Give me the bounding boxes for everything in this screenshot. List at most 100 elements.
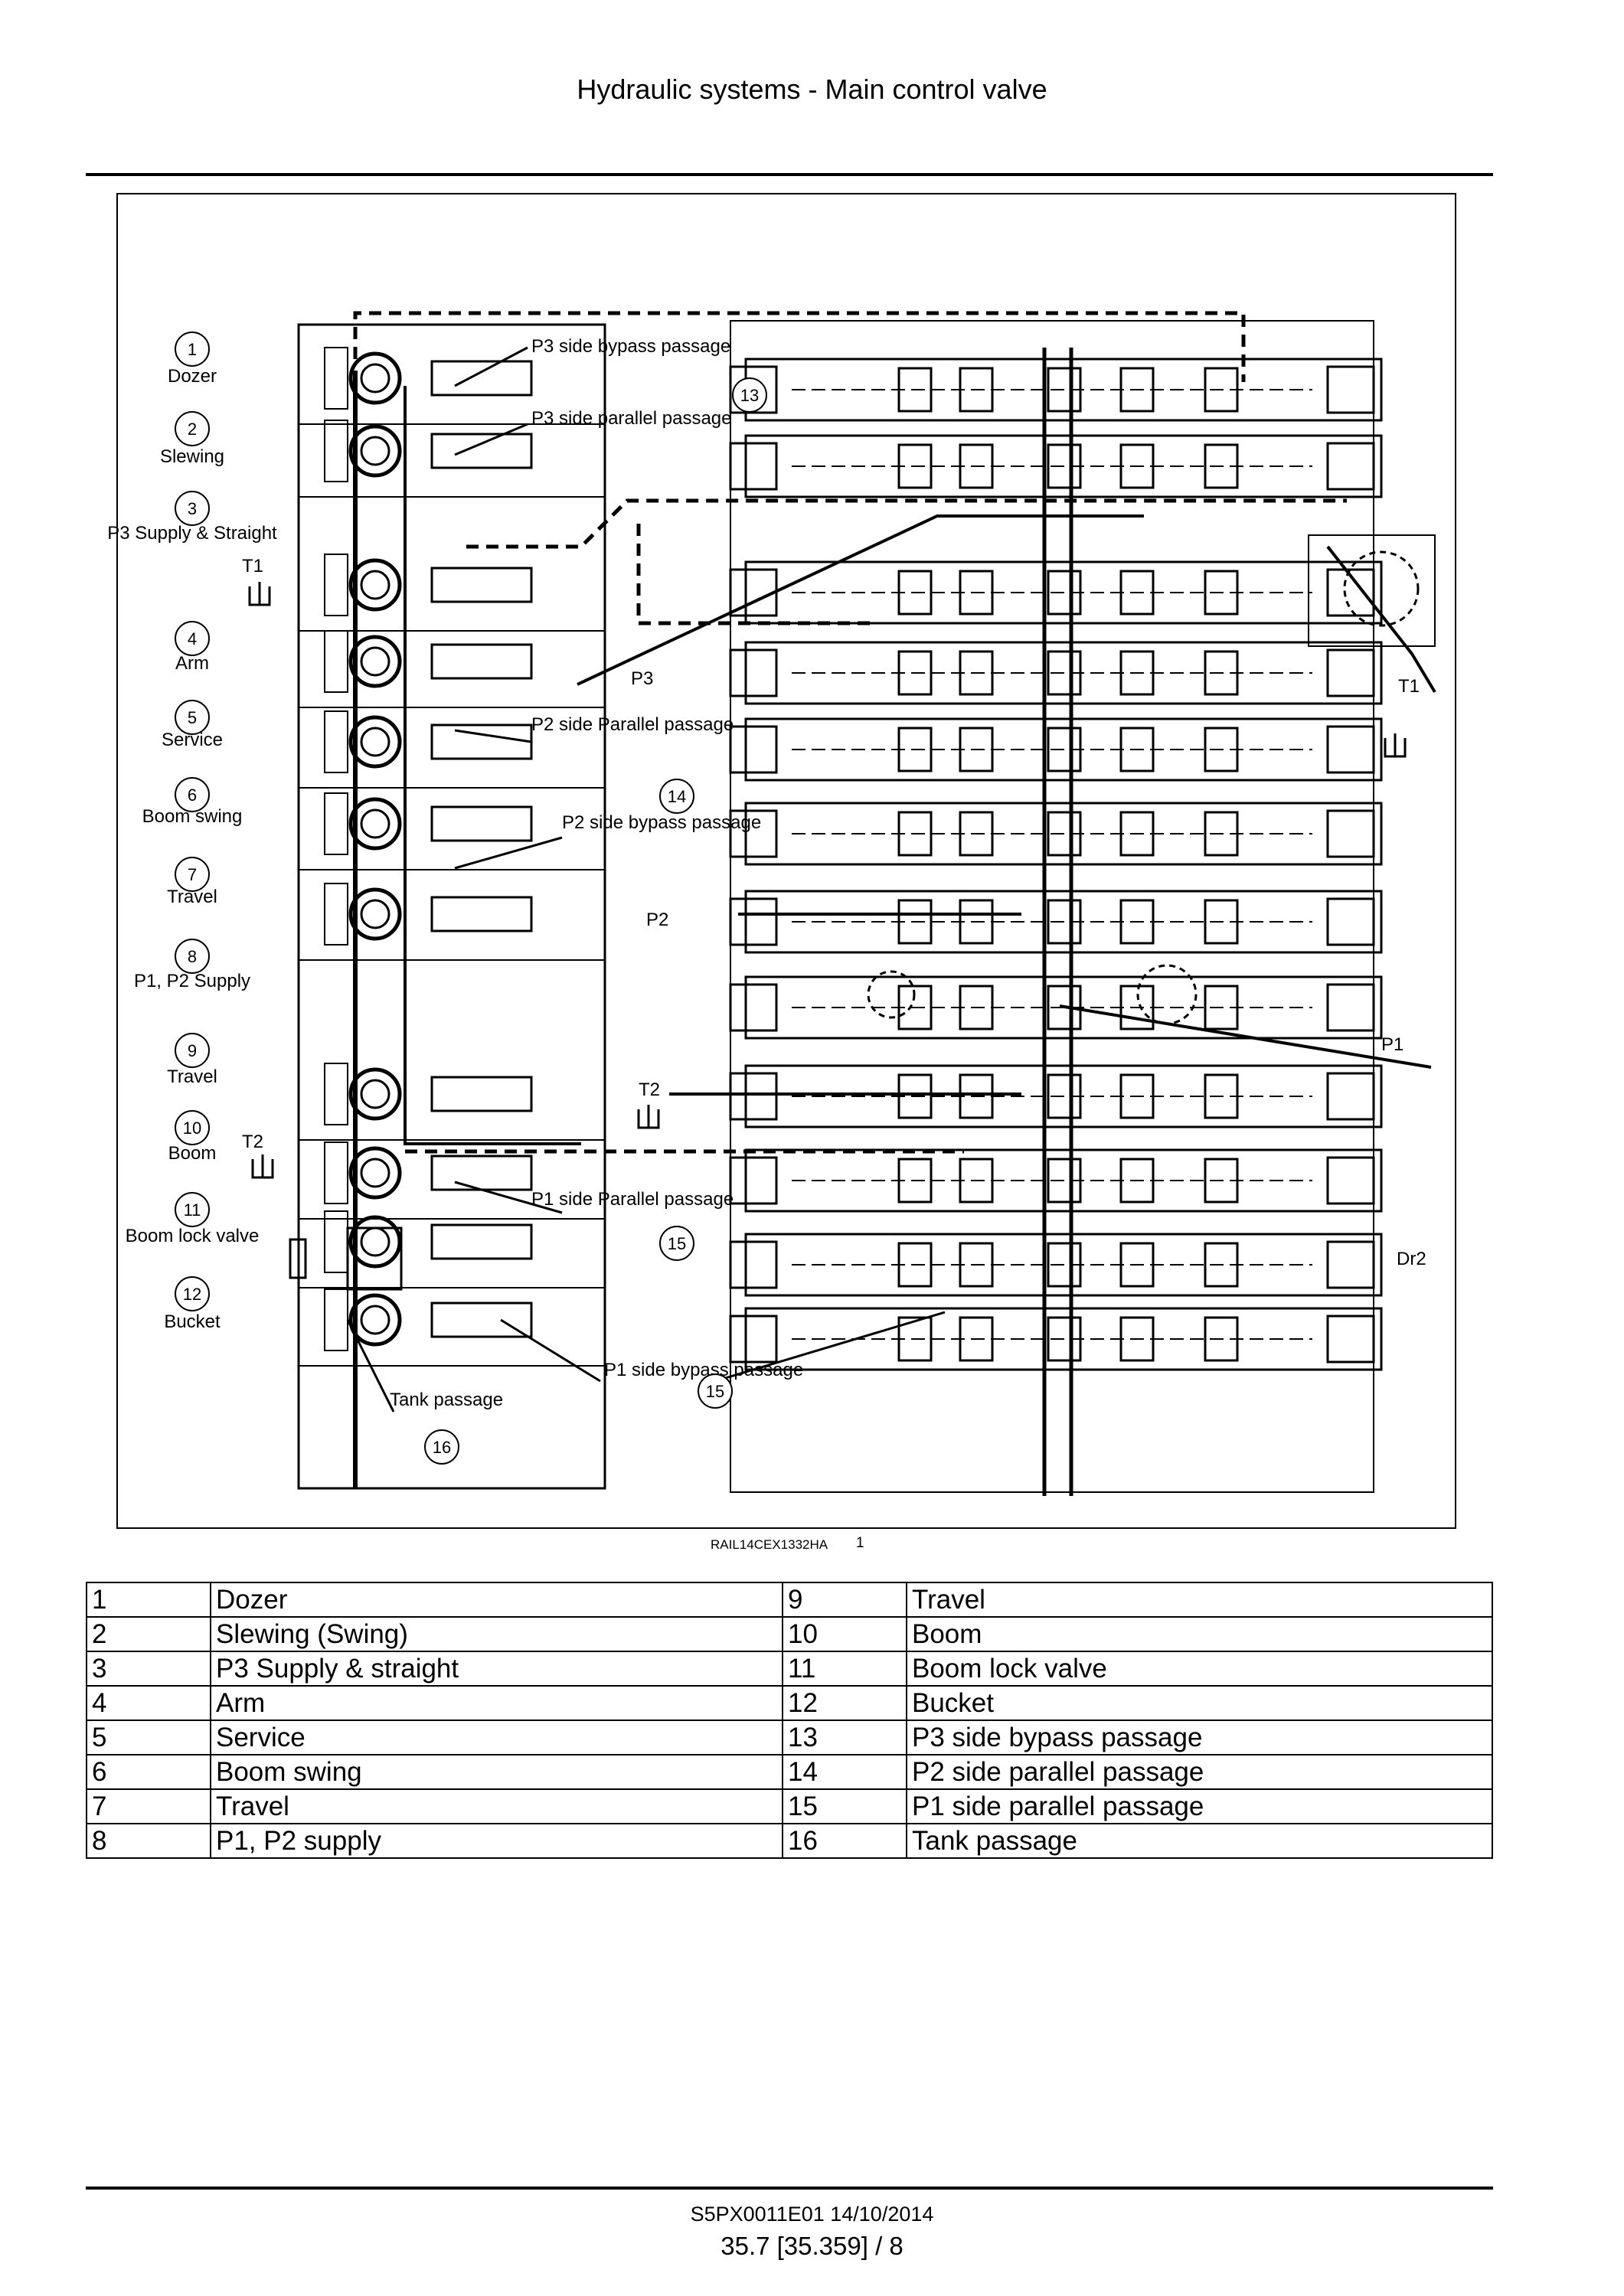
spool-land xyxy=(959,570,994,616)
leader-line xyxy=(454,836,563,870)
boom-lock-body xyxy=(346,1226,403,1291)
callout-label-5: Service xyxy=(162,730,223,750)
spool-cap xyxy=(430,643,533,680)
legend-number: 5 xyxy=(86,1720,211,1755)
callout-label-8: P1, P2 Supply xyxy=(134,971,250,991)
callout-label-2: Slewing xyxy=(160,446,224,467)
spool-bore xyxy=(744,802,1383,866)
spool-port xyxy=(348,1067,402,1121)
spool-bore xyxy=(744,975,1383,1040)
passage-label: P3 side parallel passage xyxy=(531,408,732,429)
spool-end-cap xyxy=(729,983,778,1032)
port-label-T2: T2 xyxy=(639,1079,660,1100)
leader-line xyxy=(454,729,532,743)
spool-end-cap xyxy=(729,365,778,414)
spool-seat xyxy=(324,347,348,410)
spool-port xyxy=(348,887,402,941)
spool-end-cap xyxy=(729,725,778,774)
spool-seat xyxy=(324,792,348,855)
callout-10: 10 xyxy=(183,1119,201,1138)
spool-port-inner xyxy=(360,363,390,394)
spool-land xyxy=(1047,985,1082,1030)
tank-symbol xyxy=(248,582,271,606)
spool-end-cap xyxy=(1326,365,1375,414)
callout-label-12: Bucket xyxy=(164,1311,221,1332)
spool-end-cap xyxy=(1326,983,1375,1032)
spool-land xyxy=(1204,367,1239,413)
spool-cap xyxy=(430,1076,533,1112)
p3-parallel-passage xyxy=(466,498,1347,549)
legend-label: Bucket xyxy=(906,1685,1493,1721)
supply-gallery xyxy=(404,386,581,1145)
figure-reference: RAIL14CEX1332HA xyxy=(711,1537,828,1552)
spool-land xyxy=(959,650,994,696)
leader-line xyxy=(346,1319,395,1413)
tank-symbol xyxy=(637,1105,660,1129)
spool-land xyxy=(1204,1073,1239,1119)
spool-land xyxy=(959,367,994,413)
legend-number: 1 xyxy=(86,1582,211,1618)
legend-label: Boom swing xyxy=(210,1754,783,1790)
spool-land xyxy=(1047,811,1082,857)
legend-label: Travel xyxy=(210,1788,783,1824)
spool-land xyxy=(959,1158,994,1204)
spool-end-cap xyxy=(1326,1156,1375,1205)
leader-line xyxy=(454,423,528,456)
callout-11: 11 xyxy=(184,1200,201,1220)
spool-end-cap xyxy=(1326,809,1375,858)
spool-land xyxy=(1204,811,1239,857)
legend-number: 4 xyxy=(86,1685,211,1721)
spool-port-inner xyxy=(360,727,390,757)
spool-end-cap xyxy=(729,648,778,697)
port-label-Dr2: Dr2 xyxy=(1397,1249,1426,1269)
spool-end-cap xyxy=(1326,1072,1375,1121)
passage-label: P3 side bypass passage xyxy=(531,336,730,357)
spool-cap xyxy=(430,896,533,932)
legend-number: 3 xyxy=(86,1651,211,1687)
spool-port-inner xyxy=(360,1079,390,1109)
callout-12: 12 xyxy=(183,1285,201,1304)
passage-callout-13-circle xyxy=(732,377,767,413)
callout-2-circle xyxy=(175,411,210,446)
legend-label: Boom lock valve xyxy=(906,1651,1493,1687)
page-number: 35.7 [35.359] / 8 xyxy=(721,2232,903,2260)
spool-end-cap xyxy=(729,897,778,946)
legend-label: Travel xyxy=(906,1582,1493,1618)
port-label-T1: T1 xyxy=(242,556,263,576)
spool-port-inner xyxy=(360,570,390,600)
callout-9: 9 xyxy=(188,1041,197,1060)
spool-end-cap xyxy=(1326,568,1375,617)
spool-land xyxy=(897,899,933,945)
passage-label: P2 side bypass passage xyxy=(562,812,761,833)
spool-cap xyxy=(430,1223,533,1260)
spool-land xyxy=(1047,367,1082,413)
port-label-T1: T1 xyxy=(1398,676,1420,697)
spool-bore xyxy=(744,641,1383,705)
callout-5: 5 xyxy=(188,708,197,727)
spool-land xyxy=(1119,985,1155,1030)
spool-land xyxy=(959,1073,994,1119)
port-label-P1: P1 xyxy=(1381,1034,1403,1055)
legend-label: P3 side bypass passage xyxy=(906,1720,1493,1755)
spool-land xyxy=(1119,1073,1155,1119)
header-divider xyxy=(86,173,1493,176)
p3-bypass-passage xyxy=(353,311,1246,382)
spool-bore xyxy=(744,560,1383,625)
legend-number: 15 xyxy=(782,1788,907,1824)
callout-9-circle xyxy=(175,1033,210,1068)
spool-land xyxy=(1204,443,1239,489)
spool-bore xyxy=(744,1307,1383,1371)
spool-seat xyxy=(324,710,348,773)
spool-land xyxy=(1204,727,1239,772)
spool-cap xyxy=(430,1302,533,1338)
spool-end-cap xyxy=(729,442,778,491)
legend-label: P1 side parallel passage xyxy=(906,1788,1493,1824)
spool-land xyxy=(959,899,994,945)
legend-number: 14 xyxy=(782,1754,907,1790)
leader-line xyxy=(454,1181,563,1214)
boom-lock-cap xyxy=(289,1238,307,1279)
